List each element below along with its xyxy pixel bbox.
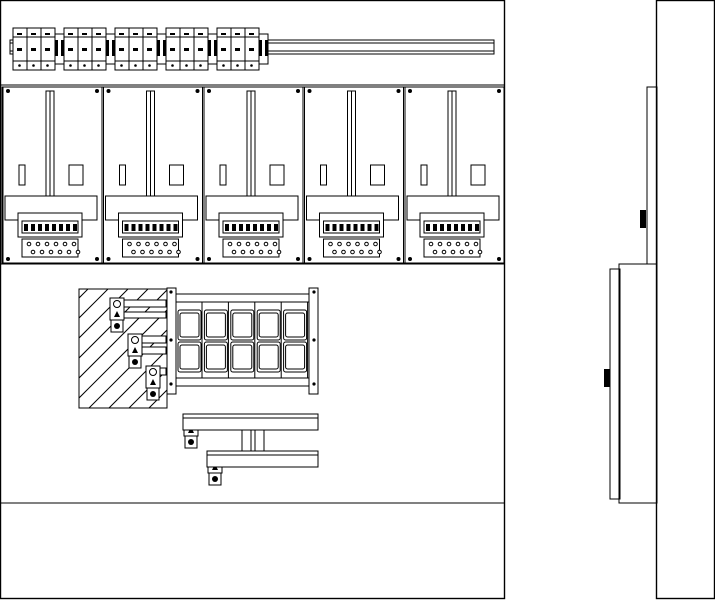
handle-icon	[604, 369, 610, 387]
cabinet-outline	[0, 0, 506, 600]
meter-modules	[2, 86, 505, 264]
rail-screw	[169, 338, 173, 342]
terminal-lug	[127, 333, 143, 369]
rail-screw	[312, 290, 316, 294]
meter-module	[2, 86, 103, 264]
meter-module	[203, 86, 304, 264]
side-outline	[655, 0, 715, 600]
breaker-groups	[12, 27, 269, 71]
lower-busbars	[182, 413, 319, 468]
breaker-group	[165, 27, 218, 71]
fuse-holder	[230, 309, 255, 341]
fuse-holder	[256, 309, 281, 341]
fuse-holder	[283, 341, 308, 373]
busbar-section	[78, 287, 319, 486]
breaker-group	[216, 27, 269, 71]
breaker-group	[12, 27, 65, 71]
fuse-holder	[203, 309, 228, 341]
side-view	[604, 0, 715, 600]
fuse-holder	[230, 341, 255, 373]
fuse-holder	[203, 341, 228, 373]
fuse-holder	[283, 309, 308, 341]
front-view	[0, 0, 506, 600]
terminal-lug	[145, 365, 161, 401]
handle-icon	[640, 210, 646, 228]
breaker-group	[63, 27, 116, 71]
fuse-grid	[169, 290, 316, 386]
meter-module	[103, 86, 203, 264]
rail-screw	[312, 382, 316, 386]
rail-screw	[169, 382, 173, 386]
meter-door-profile	[646, 86, 658, 265]
terminal-lug	[109, 297, 125, 333]
lower-door-profile	[618, 263, 658, 504]
busbar-rails	[166, 287, 319, 395]
fuse-holder	[177, 309, 202, 341]
meter-module	[304, 86, 404, 264]
fuse-holder	[177, 341, 202, 373]
rail-screw	[169, 290, 173, 294]
breaker-group	[114, 27, 167, 71]
fuse-holder	[256, 341, 281, 373]
rail-screw	[312, 338, 316, 342]
meter-module	[404, 86, 505, 264]
